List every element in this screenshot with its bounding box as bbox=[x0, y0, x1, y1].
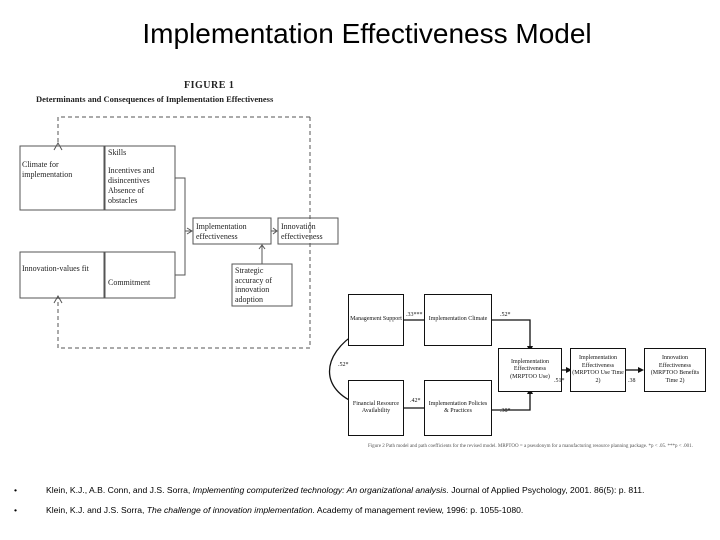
reference-title: Implementing computerized technology: An… bbox=[192, 485, 449, 495]
reference-item: • Klein, K.J., A.B. Conn, and J.S. Sorra… bbox=[14, 484, 714, 496]
bullet: • bbox=[14, 485, 18, 495]
coef-fin-policies: .42* bbox=[410, 398, 421, 404]
reference-source: Academy of management review, 1996: p. 1… bbox=[314, 505, 524, 515]
financial-resource-box: Financial Resource Availability bbox=[348, 380, 404, 436]
figure1-subtitle: Determinants and Consequences of Impleme… bbox=[36, 94, 274, 104]
impl-eff-box: Implementation effectiveness bbox=[196, 222, 247, 241]
absence-label: Absence of obstacles bbox=[108, 186, 145, 205]
coef-climate-ie: .52* bbox=[500, 312, 511, 318]
figure1-label: FIGURE 1 bbox=[184, 80, 235, 91]
commitment-box: Commitment bbox=[108, 278, 151, 287]
reference-authors: Klein, K.J. and J.S. Sorra, bbox=[46, 505, 147, 515]
slide-title: Implementation Effectiveness Model bbox=[142, 18, 592, 49]
reference-item: • Klein, K.J. and J.S. Sorra, The challe… bbox=[14, 504, 714, 516]
strategic-box: Strategic accuracy of innovation adoptio… bbox=[235, 266, 273, 304]
reference-source: Journal of Applied Psychology, 2001. 86(… bbox=[448, 485, 645, 495]
management-support-box: Management Support bbox=[348, 294, 404, 346]
coef-ie-t2: .51* bbox=[554, 378, 565, 384]
coef-policies-ie: .38* bbox=[500, 408, 511, 414]
coef-mgmt-fin: .52* bbox=[338, 362, 349, 368]
innovation-eff-time2-box: Innovation Effectiveness (MRPTOO Benefit… bbox=[644, 348, 706, 392]
coef-mgmt-climate: .33*** bbox=[406, 312, 423, 318]
values-fit-box: Innovation-values fit bbox=[22, 264, 89, 273]
ie-mrptoo-use-box: Implementation Effectiveness (MRPTOO Use… bbox=[498, 348, 562, 392]
climate-box: Climate for implementation bbox=[22, 160, 73, 179]
policies-practices-box: Implementation Policies & Practices bbox=[424, 380, 492, 436]
ie-time2-box: Implementation Effectiveness (MRPTOO Use… bbox=[570, 348, 626, 392]
skills-label: Skills bbox=[108, 148, 127, 157]
reference-authors: Klein, K.J., A.B. Conn, and J.S. Sorra, bbox=[46, 485, 193, 495]
reference-title: The challenge of innovation implementati… bbox=[146, 505, 315, 515]
figure2-caption: Figure 2 Path model and path coefficient… bbox=[368, 444, 693, 449]
references-list: • Klein, K.J., A.B. Conn, and J.S. Sorra… bbox=[14, 484, 714, 524]
implementation-climate-box: Implementation Climate bbox=[424, 294, 492, 346]
bullet: • bbox=[14, 505, 18, 515]
incentives-label: Incentives and disincentives bbox=[108, 166, 155, 185]
coef-t2-innov: .38 bbox=[628, 378, 636, 384]
innov-eff-box: Innovation effectiveness bbox=[281, 222, 323, 241]
